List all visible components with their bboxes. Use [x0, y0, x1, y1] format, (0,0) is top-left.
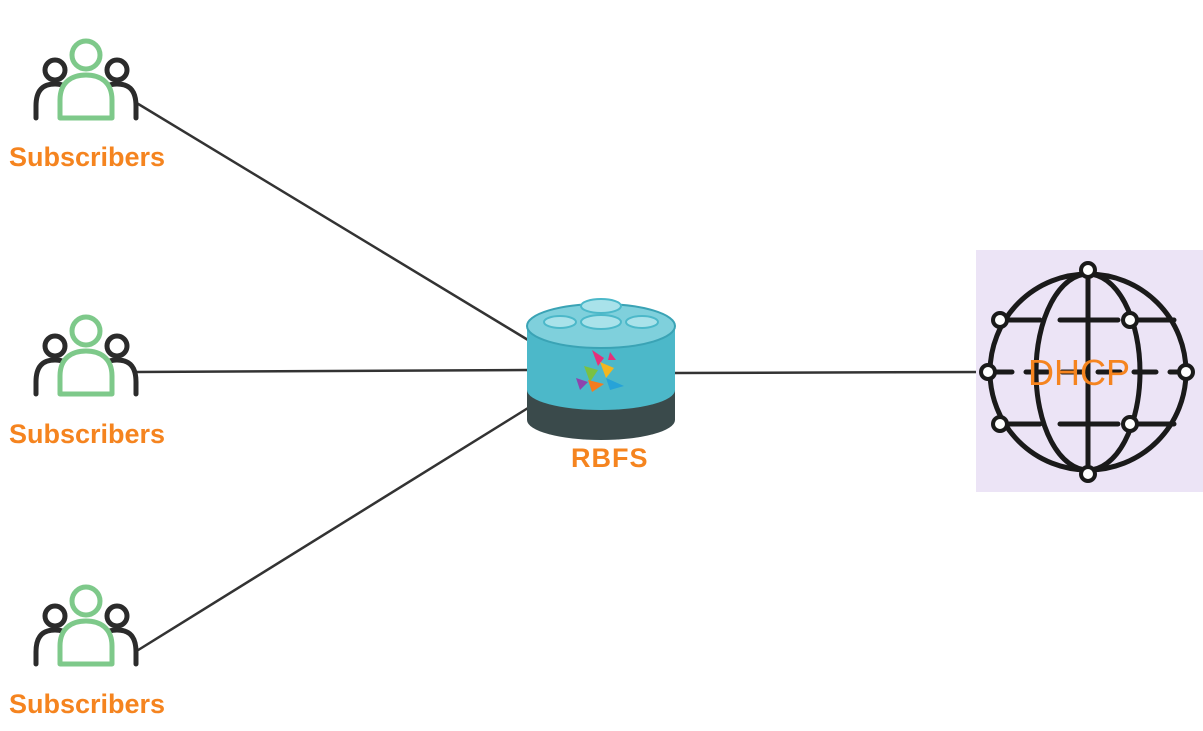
users-icon	[36, 587, 136, 664]
router-icon	[526, 298, 676, 440]
subscribers-label: Subscribers	[9, 689, 166, 719]
subscribers-group-3	[36, 587, 136, 664]
network-nodes	[979, 261, 1195, 483]
rbfs-logo-icon	[576, 350, 624, 392]
users-icon	[36, 41, 136, 118]
connector-router-to-dhcp	[674, 370, 986, 375]
dhcp-server	[976, 250, 1203, 492]
subscribers-label: Subscribers	[9, 142, 166, 172]
subscribers-group-2	[36, 317, 136, 394]
router-label: RBFS	[571, 443, 649, 473]
dhcp-label: DHCP	[1028, 352, 1131, 393]
connector-subscribers-2-to-router	[134, 368, 529, 374]
connector-subscribers-3-to-router	[134, 406, 529, 654]
connector-subscribers-1-to-router	[134, 100, 529, 342]
users-icon	[36, 317, 136, 394]
subscribers-group-1	[36, 41, 136, 118]
connectors	[134, 100, 986, 654]
subscribers-label: Subscribers	[9, 419, 166, 449]
